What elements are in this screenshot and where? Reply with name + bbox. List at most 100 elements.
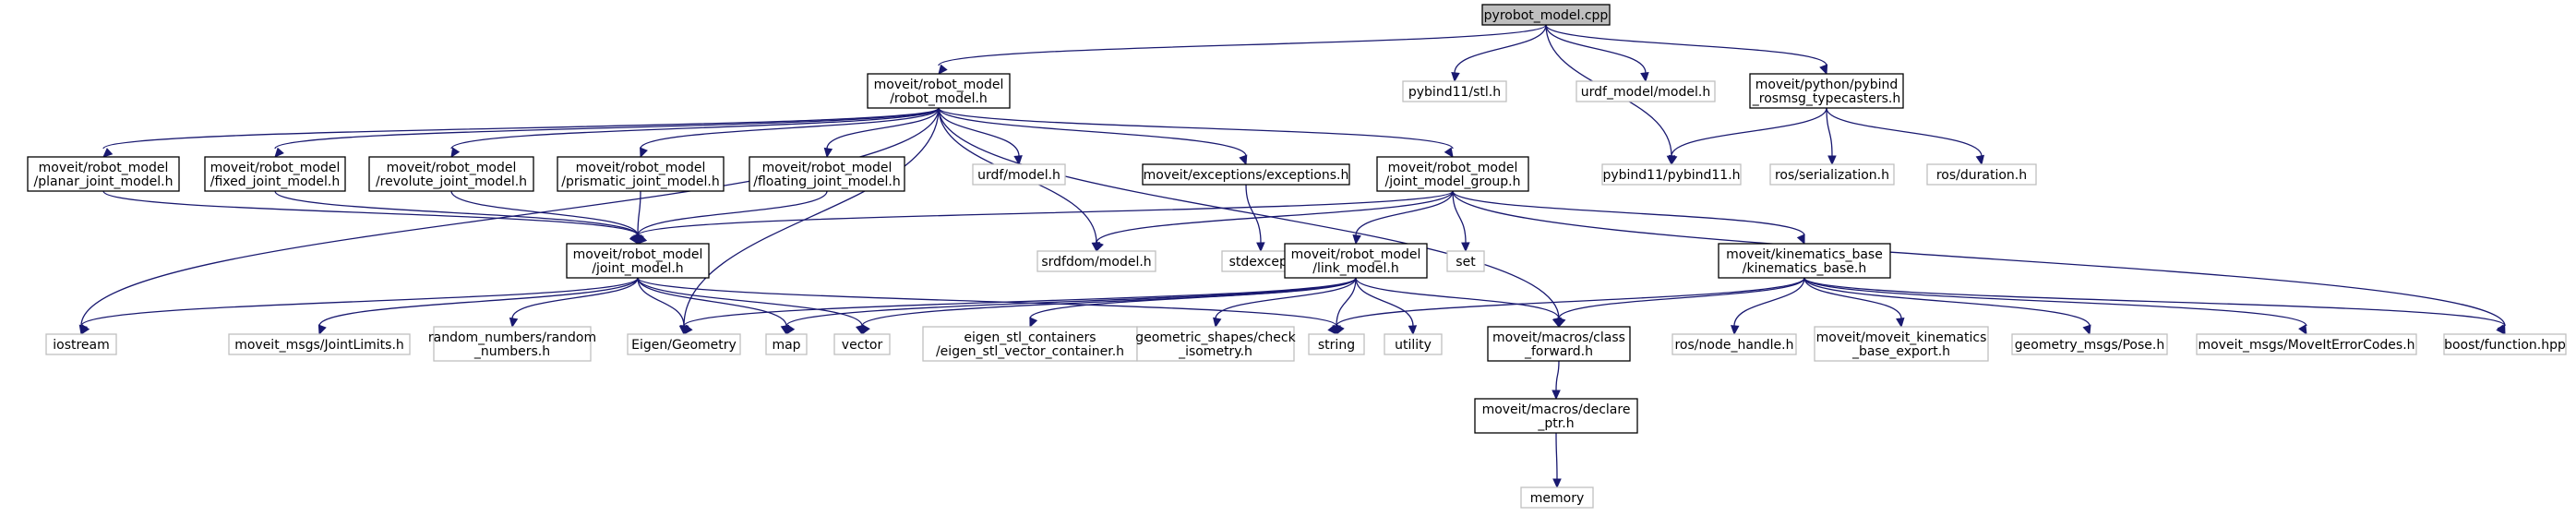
edge-robot_model-to-floating <box>823 107 940 159</box>
edge-line <box>1215 277 1357 319</box>
edge-joint_model-to-jointlimits <box>318 277 639 336</box>
node-iostream: iostream <box>45 333 117 355</box>
arrowhead-icon <box>1552 390 1561 401</box>
edge-robot_model-to-iostream <box>78 107 940 336</box>
edge-line <box>1452 190 1467 244</box>
edge-line <box>938 107 1454 150</box>
edge-kin_base-to-string <box>1336 277 1805 336</box>
node-stdexcept: stdexcept <box>1221 250 1300 272</box>
node-label: pybind11/pybind11.h <box>1602 168 1740 183</box>
node-label: eigen_stl_containers <box>964 330 1096 345</box>
edge-link_model-to-utility <box>1355 277 1418 336</box>
edge-typecasters-to-ros_serialization <box>1826 107 1837 166</box>
node-eigen_geometry: Eigen/Geometry <box>627 333 741 355</box>
edge-exceptions-to-stdexcept <box>1245 184 1265 253</box>
node-robot_model[interactable]: moveit/robot_model/robot_model.h <box>867 73 1011 109</box>
node-pybind11: pybind11/pybind11.h <box>1601 163 1742 186</box>
node-label: /joint_model.h <box>592 261 683 276</box>
node-root[interactable]: pyrobot_model.cpp <box>1481 4 1611 26</box>
node-exceptions[interactable]: moveit/exceptions/exceptions.h <box>1142 163 1350 186</box>
edge-line <box>1336 277 1357 327</box>
node-planar[interactable]: moveit/robot_model/planar_joint_model.h <box>27 156 180 192</box>
node-jmg[interactable]: moveit/robot_model/joint_model_group.h <box>1376 156 1529 192</box>
edge-robot_model-to-eigen_geometry <box>679 107 940 336</box>
node-label: moveit/robot_model <box>39 161 169 175</box>
node-revolute[interactable]: moveit/robot_model/revolute_joint_model.… <box>368 156 534 192</box>
node-box <box>972 163 1066 186</box>
node-box <box>1284 243 1428 279</box>
node-fixed[interactable]: moveit/robot_model/fixed_joint_model.h <box>204 156 346 192</box>
edge-line <box>938 107 1247 157</box>
node-label: geometry_msgs/Pose.h <box>2015 338 2164 353</box>
node-label: /revolute_joint_model.h <box>376 174 527 189</box>
edge-line <box>637 190 828 236</box>
node-label: ros/node_handle.h <box>1674 338 1793 353</box>
edge-line <box>1545 24 1647 74</box>
edge-line <box>274 107 940 150</box>
node-geometric_shapes: geometric_shapes/check_isometry.h <box>1135 326 1297 362</box>
arrowhead-icon <box>785 324 796 336</box>
arrowhead-icon <box>1819 64 1828 76</box>
edge-line <box>1452 190 1805 236</box>
edge-link_model-to-geometric_shapes <box>1213 277 1357 329</box>
node-joint_model[interactable]: moveit/robot_model/joint_model.h <box>566 243 710 279</box>
node-string: string <box>1308 333 1365 355</box>
arrowhead-icon <box>102 148 114 158</box>
edge-line <box>861 277 1357 327</box>
edge-joint_model-to-map <box>637 277 790 336</box>
node-declare_ptr[interactable]: moveit/macros/declare_ptr.h <box>1474 398 1638 434</box>
arrowhead-icon <box>1731 325 1740 336</box>
edge-robot_model-to-urdf_model <box>938 107 1023 166</box>
node-link_model[interactable]: moveit/robot_model/link_model.h <box>1284 243 1428 279</box>
arrowhead-icon <box>2298 324 2307 336</box>
node-label: moveit/macros/class <box>1492 330 1625 345</box>
edge-jmg-to-set <box>1452 190 1470 253</box>
node-srdfdom: srdfdom/model.h <box>1036 250 1156 272</box>
edge-line <box>683 277 1357 327</box>
edge-jmg-to-kin_base <box>1452 190 1805 246</box>
edge-line <box>938 107 1020 157</box>
edge-root-to-urdf_model_model <box>1545 24 1649 83</box>
node-label: moveit/robot_model <box>573 247 703 262</box>
edge-line <box>1558 277 1805 319</box>
arrowhead-icon <box>1256 242 1265 253</box>
node-label: boost/function.hpp <box>2444 338 2566 353</box>
arrowhead-icon <box>1095 241 1104 253</box>
edge-line <box>683 107 940 327</box>
node-floating[interactable]: moveit/robot_model/floating_joint_model.… <box>749 156 905 192</box>
node-label: iostream <box>53 338 110 353</box>
node-label: geometric_shapes/check <box>1135 330 1296 345</box>
edge-typecasters-to-ros_duration <box>1826 107 1985 166</box>
node-label: moveit/macros/declare <box>1482 402 1631 417</box>
edge-line <box>102 190 639 236</box>
edge-line <box>1555 360 1560 391</box>
node-box <box>1576 80 1716 102</box>
edge-kin_base-to-pose <box>1803 277 2091 336</box>
node-ros_serialization: ros/serialization.h <box>1769 163 1895 186</box>
node-box <box>1376 156 1529 192</box>
edge-kin_base-to-boost_function <box>1803 277 2506 335</box>
node-prismatic[interactable]: moveit/robot_model/prismatic_joint_model… <box>557 156 725 192</box>
edge-root-to-pybind_stl <box>1451 24 1547 83</box>
node-box <box>45 333 117 355</box>
node-label: /link_model.h <box>1312 261 1398 276</box>
edge-robot_model-to-prismatic <box>640 107 940 159</box>
node-label: moveit/robot_model <box>874 78 1004 92</box>
arrowhead-icon <box>1827 155 1837 166</box>
edge-line <box>826 107 940 150</box>
edge-jmg-to-boost_function <box>1452 190 2506 336</box>
node-kin_base[interactable]: moveit/kinematics_base/kinematics_base.h <box>1718 243 1891 279</box>
edge-line <box>938 24 1547 66</box>
node-label: Eigen/Geometry <box>631 338 737 353</box>
node-box <box>27 156 180 192</box>
node-vector: vector <box>833 333 891 355</box>
node-typecasters[interactable]: moveit/python/pybind_rosmsg_typecasters.… <box>1749 73 1904 109</box>
node-box <box>627 333 741 355</box>
node-label: utility <box>1395 338 1432 353</box>
node-box <box>433 326 592 362</box>
edge-line <box>1355 190 1454 236</box>
node-label: moveit/robot_model <box>387 161 517 175</box>
edge-line <box>1029 277 1357 319</box>
node-class_forward[interactable]: moveit/macros/class_forward.h <box>1487 326 1631 362</box>
node-box <box>1769 163 1895 186</box>
